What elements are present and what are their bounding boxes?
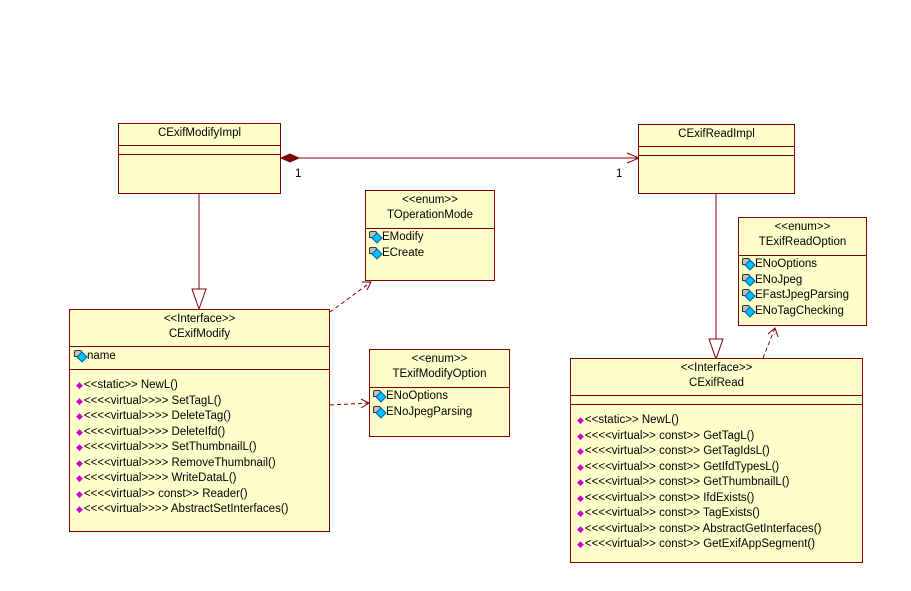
operation-row: ◆<<<<virtual>>>> AbstractSetInterfaces() — [76, 503, 289, 515]
class-cexifreadimpl[interactable]: CExifReadImpl — [638, 124, 795, 194]
method-diamond-icon: ◆ — [76, 395, 83, 406]
enum-name: TOperationMode — [386, 209, 474, 221]
operations-compartment: ◆<<static>> NewL() ◆<<<<virtual>>>> SetT… — [70, 370, 329, 518]
method-diamond-icon: ◆ — [76, 411, 83, 421]
stereotype: <<Interface>> — [163, 313, 236, 325]
attribute-row: ENoOptions — [739, 257, 866, 273]
interface-name: CExifRead — [689, 377, 744, 389]
field-lock-icon — [373, 405, 387, 419]
method-diamond-icon: ◆ — [76, 442, 83, 452]
interface-cexifmodify[interactable]: <<Interface>> CExifModify name ◆<<static… — [69, 309, 330, 532]
field-lock-icon — [742, 289, 756, 302]
operation-row: ◆<<<<virtual>> const>> GetIfdTypesL() — [577, 460, 780, 473]
dependency-link-read-option — [762, 327, 779, 359]
method-diamond-icon: ◆ — [577, 508, 584, 518]
enum-toperationmode[interactable]: <<enum>> TOperationMode EModify ECreate — [365, 190, 495, 281]
dependency-link-modify-option — [329, 398, 371, 409]
method-diamond-icon: ◆ — [76, 488, 83, 499]
operation-row: ◆<<<<virtual>>>> SetTagL() — [76, 394, 222, 407]
field-lock-icon — [742, 273, 756, 287]
operation-row: ◆<<static>> NewL() — [577, 414, 679, 426]
attributes-compartment — [639, 147, 794, 156]
attributes-compartment: ENoOptions ENoJpeg EFastJpegParsing ENoT… — [739, 256, 866, 319]
attribute-row: EFastJpegParsing — [739, 288, 866, 304]
attributes-compartment — [119, 146, 280, 155]
enum-name: TExifModifyOption — [392, 368, 487, 380]
method-diamond-icon: ◆ — [577, 492, 584, 503]
operation-row: ◆<<<<virtual>>>> DeleteTag() — [76, 410, 231, 422]
composition-link — [299, 152, 641, 164]
enum-header: <<enum>> TExifReadOption — [739, 218, 866, 256]
stereotype: <<enum>> — [402, 194, 458, 206]
enum-header: <<enum>> TExifModifyOption — [370, 350, 509, 388]
operation-row: ◆<<<<virtual>> const>> TagExists() — [577, 507, 760, 519]
operation-row: ◆<<static>> NewL() — [76, 379, 178, 391]
field-lock-icon — [742, 304, 756, 318]
method-diamond-icon: ◆ — [577, 539, 584, 549]
operation-row: ◆<<<<virtual>> const>> GetThumbnailL() — [577, 476, 790, 488]
operation-row: ◆<<<<virtual>> const>> GetExifAppSegment… — [577, 538, 816, 550]
interface-cexifread[interactable]: <<Interface>> CExifRead ◆<<static>> NewL… — [570, 358, 863, 563]
method-diamond-icon: ◆ — [76, 426, 83, 437]
class-name: CExifReadImpl — [639, 125, 794, 147]
method-diamond-icon: ◆ — [76, 380, 83, 390]
operation-row: ◆<<<<virtual>>>> WriteDataL() — [76, 472, 237, 484]
composition-diamond-icon — [279, 153, 301, 163]
operation-row: ◆<<<<virtual>> const>> AbstractGetInterf… — [577, 522, 822, 535]
target-multiplicity: 1 — [616, 168, 623, 180]
operation-row: ◆<<<<virtual>>>> RemoveThumbnail() — [76, 456, 276, 469]
field-lock-icon — [742, 258, 756, 271]
method-diamond-icon: ◆ — [577, 446, 584, 456]
interface-header: <<Interface>> CExifModify — [70, 310, 329, 347]
field-lock-icon — [373, 390, 387, 403]
method-diamond-icon: ◆ — [76, 504, 83, 514]
dependency-link-operation-mode — [329, 281, 372, 313]
method-diamond-icon: ◆ — [577, 523, 584, 534]
stereotype: <<Interface>> — [680, 362, 753, 374]
field-lock-icon — [74, 350, 88, 363]
attribute-row: ENoOptions — [370, 389, 509, 405]
field-lock-icon — [369, 231, 383, 244]
operations-compartment: ◆<<static>> NewL() ◆<<<<virtual>> const>… — [571, 405, 862, 553]
attribute-row: ENoJpegParsing — [370, 405, 509, 421]
method-diamond-icon: ◆ — [76, 473, 83, 483]
attributes-compartment — [571, 396, 862, 405]
field-lock-icon — [369, 246, 383, 260]
enum-texifmodifyoption[interactable]: <<enum>> TExifModifyOption ENoOptions EN… — [369, 349, 510, 437]
attribute-row: ENoJpeg — [739, 273, 866, 289]
operation-row: ◆<<<<virtual>> const>> Reader() — [76, 487, 248, 500]
attribute-row: EModify — [366, 230, 494, 246]
class-cexifmodifyimpl[interactable]: CExifModifyImpl — [118, 123, 281, 194]
method-diamond-icon: ◆ — [577, 461, 584, 472]
class-name: CExifModifyImpl — [119, 124, 280, 146]
operation-row: ◆<<<<virtual>> const>> GetTagL() — [577, 429, 755, 442]
attributes-compartment: ENoOptions ENoJpegParsing — [370, 388, 509, 420]
attribute-row: ENoTagChecking — [739, 304, 866, 320]
enum-texifreadoption[interactable]: <<enum>> TExifReadOption ENoOptions ENoJ… — [738, 217, 867, 326]
enum-name: TExifReadOption — [758, 236, 847, 248]
method-diamond-icon: ◆ — [577, 430, 584, 441]
attribute-row: name — [70, 349, 329, 365]
operation-row: ◆<<<<virtual>>>> SetThumbnailL() — [76, 441, 257, 453]
attribute-row: ECreate — [366, 246, 494, 262]
operation-row: ◆<<<<virtual>> const>> GetTagIdsL() — [577, 445, 770, 457]
attributes-compartment: EModify ECreate — [366, 229, 494, 261]
source-multiplicity: 1 — [295, 168, 302, 180]
method-diamond-icon: ◆ — [577, 477, 584, 487]
enum-header: <<enum>> TOperationMode — [366, 191, 494, 229]
stereotype: <<enum>> — [411, 353, 468, 365]
method-diamond-icon: ◆ — [76, 457, 83, 468]
realization-link-modify — [191, 194, 207, 311]
operation-row: ◆<<<<virtual>>>> DeleteIfd() — [76, 425, 226, 438]
realization-link-read — [708, 194, 724, 361]
interface-name: CExifModify — [168, 328, 231, 340]
interface-header: <<Interface>> CExifRead — [571, 359, 862, 396]
method-diamond-icon: ◆ — [577, 415, 584, 425]
stereotype: <<enum>> — [774, 221, 831, 233]
attributes-compartment: name — [70, 347, 329, 370]
operation-row: ◆<<<<virtual>> const>> IfdExists() — [577, 491, 755, 504]
